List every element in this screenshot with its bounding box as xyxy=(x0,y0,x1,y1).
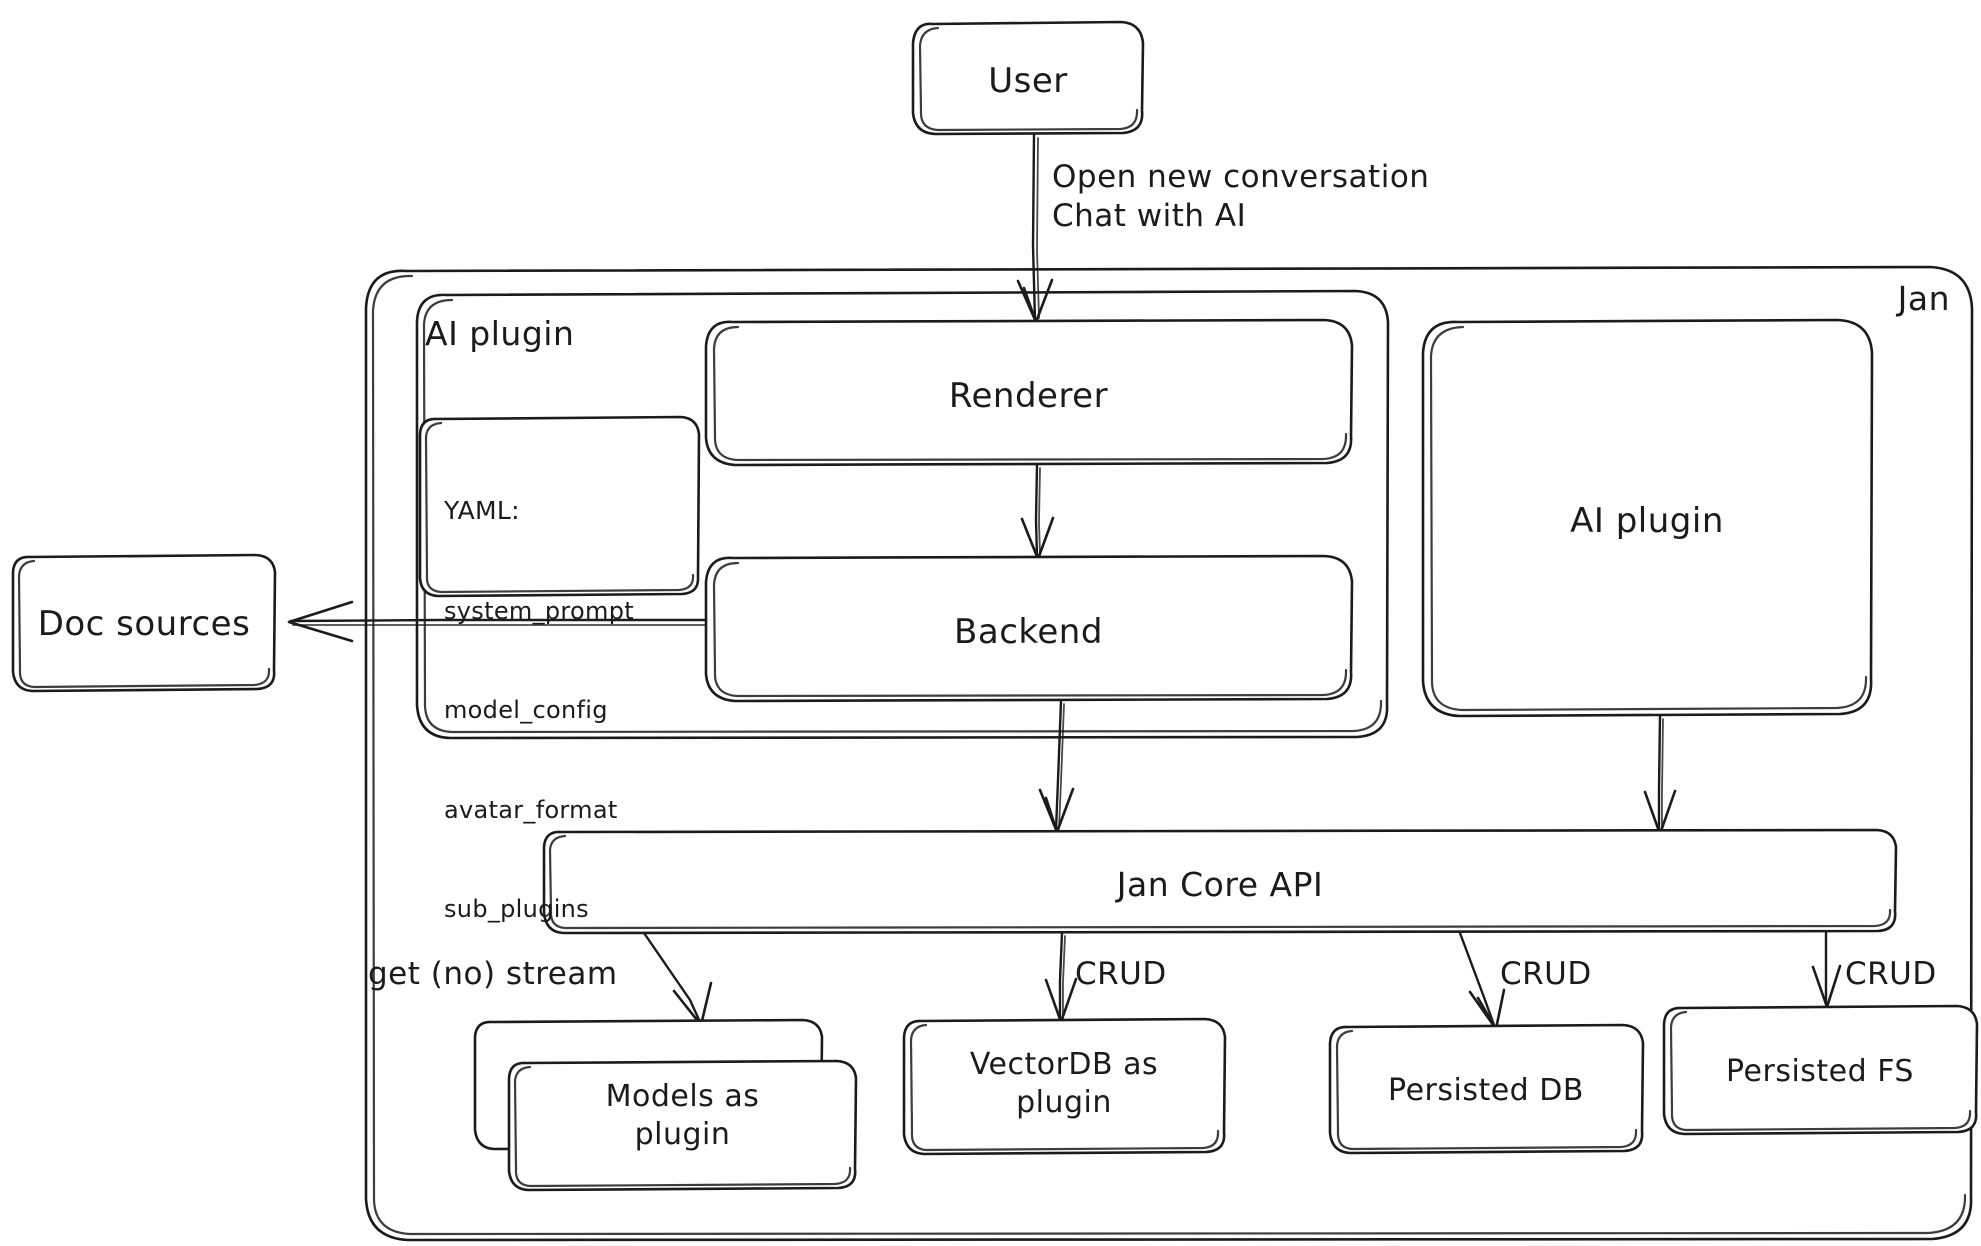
node-vectordb-plugin-shape xyxy=(902,1017,1227,1156)
node-yaml-card-shape xyxy=(418,415,701,598)
edge-backend-to-core xyxy=(1038,699,1075,834)
edge-backend-to-doc-sources xyxy=(287,600,708,643)
node-persisted-db-shape xyxy=(1328,1023,1645,1155)
node-ai-plugin-right-shape xyxy=(1421,318,1874,718)
node-models-plugin-shape xyxy=(473,1018,858,1192)
node-backend-shape xyxy=(704,554,1354,703)
node-doc-sources-shape xyxy=(11,553,277,693)
edge-user-to-renderer xyxy=(1016,132,1054,324)
node-renderer-shape xyxy=(704,318,1354,467)
node-jan-core-api-shape xyxy=(542,828,1898,935)
node-persisted-fs-shape xyxy=(1662,1004,1979,1136)
node-user-shape xyxy=(911,20,1145,136)
